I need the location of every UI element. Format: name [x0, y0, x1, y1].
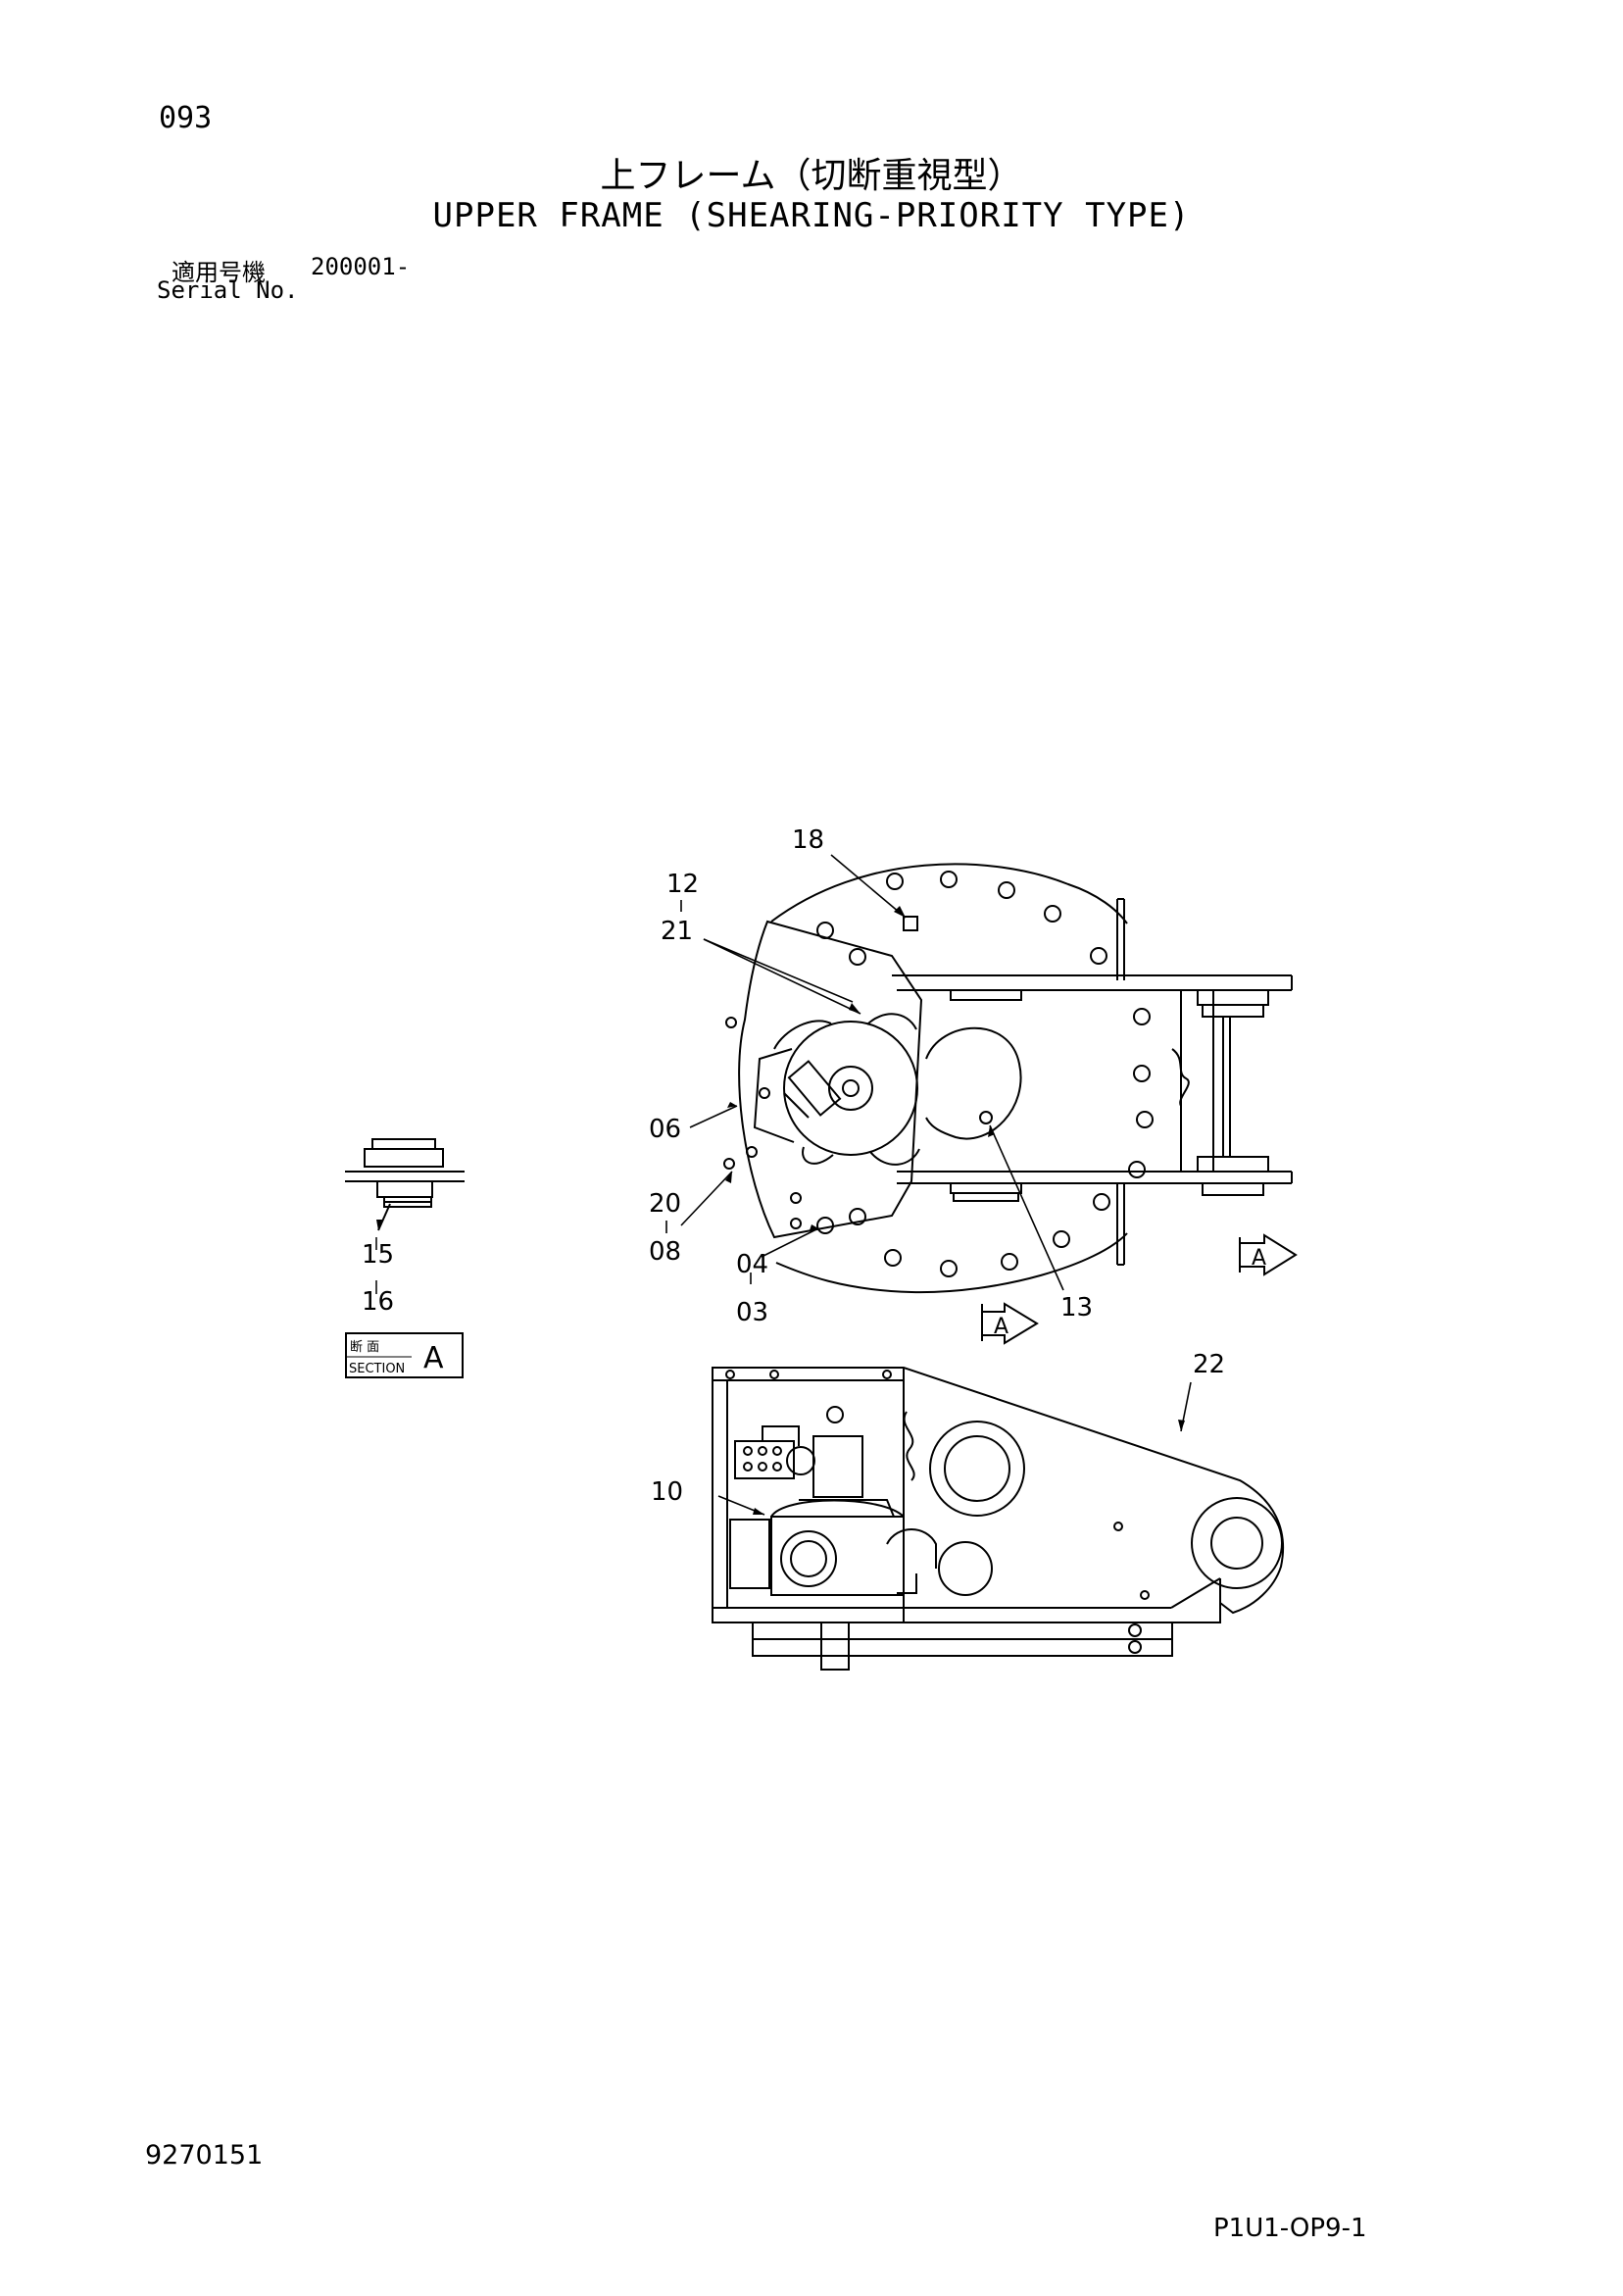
serial-label-japanese: 適用号機: [172, 259, 266, 286]
callout-04: 04: [736, 1250, 768, 1279]
callout-10: 10: [651, 1477, 683, 1507]
upper-frame-top-view: [723, 863, 1293, 1294]
callout-15: 15: [362, 1240, 394, 1270]
view-arrow-a-bottom-letter: A: [994, 1315, 1008, 1339]
callout-08: 08: [649, 1237, 681, 1267]
view-arrow-a-bottom: [981, 1302, 1039, 1345]
callout-20: 20: [649, 1189, 681, 1219]
callout-12: 12: [666, 870, 699, 899]
document-number: 9270151: [145, 2140, 264, 2171]
view-arrow-a-right: [1239, 1233, 1298, 1276]
callout-06: 06: [649, 1115, 681, 1144]
leader-lines: [665, 854, 1192, 1516]
sheet-code: P1U1-OP9-1: [1213, 2214, 1367, 2243]
serial-value: 200001-: [311, 253, 411, 280]
leader-arrowheads: [376, 906, 1185, 1515]
callout-22: 22: [1193, 1350, 1225, 1379]
page-number: 093: [159, 101, 213, 135]
view-arrow-a-right-letter: A: [1252, 1246, 1266, 1271]
section-label-box: [345, 1332, 464, 1378]
section-label-en: SECTION: [349, 1362, 405, 1376]
callout-18: 18: [792, 825, 824, 855]
title-english: UPPER FRAME (SHEARING-PRIORITY TYPE): [432, 196, 1191, 235]
callout-16: 16: [362, 1287, 394, 1317]
section-letter: A: [423, 1341, 444, 1375]
section-a-detail: [345, 1138, 465, 1294]
upper-frame-side-view: [712, 1367, 1285, 1671]
section-label-jp: 断 面: [350, 1340, 379, 1355]
callout-03: 03: [736, 1298, 768, 1327]
serial-label-english: Serial No.: [157, 276, 299, 304]
title-japanese: 上フレーム（切断重視型）: [600, 156, 1023, 196]
callout-21: 21: [661, 917, 693, 946]
callout-13: 13: [1060, 1293, 1093, 1323]
